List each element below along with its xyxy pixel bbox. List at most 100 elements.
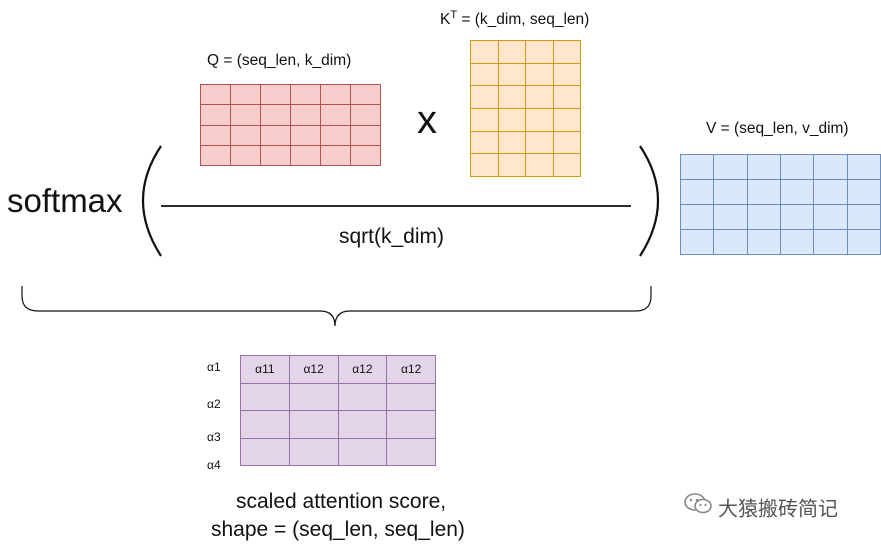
- q-matrix-cell: [321, 85, 351, 106]
- kt-matrix-cell: [471, 108, 499, 132]
- v-matrix-cell: [747, 230, 781, 255]
- score-row-label: α1: [207, 360, 221, 374]
- kt-matrix-cell: [498, 154, 526, 177]
- score-matrix-cell: [241, 411, 290, 439]
- v-matrix-cell: [780, 205, 815, 230]
- q-matrix-cell: [201, 105, 231, 126]
- score-matrix-cell: [241, 438, 290, 466]
- q-matrix-cell: [351, 105, 381, 126]
- score-matrix-cell: α11: [241, 356, 290, 384]
- q-matrix-cell: [321, 105, 351, 126]
- score-matrix-cell: α12: [338, 356, 388, 384]
- kt-matrix-cell: [553, 41, 581, 64]
- score-matrix-cell: [289, 383, 339, 411]
- q-matrix-cell: [261, 85, 291, 106]
- v-matrix-cell: [814, 180, 848, 205]
- caption-line-2: shape = (seq_len, seq_len): [211, 518, 465, 541]
- kt-matrix-cell: [526, 108, 554, 132]
- v-matrix-cell: [780, 180, 815, 205]
- q-matrix-cell: [321, 125, 351, 146]
- v-matrix-cell: [847, 180, 881, 205]
- q-matrix-cell: [201, 125, 231, 146]
- kt-matrix-cell: [553, 108, 581, 132]
- kt-matrix-cell: [553, 86, 581, 109]
- kt-matrix-cell: [553, 63, 581, 87]
- score-matrix-cell: α12: [289, 356, 339, 384]
- caption-line-1: scaled attention score,: [236, 490, 447, 513]
- kt-matrix: [470, 40, 581, 177]
- q-matrix-cell: [351, 145, 381, 166]
- v-matrix-cell: [814, 155, 848, 180]
- v-matrix-cell: [681, 205, 715, 230]
- v-matrix-cell: [714, 180, 748, 205]
- score-matrix-cell: [289, 411, 339, 439]
- q-matrix-cell: [231, 105, 261, 126]
- kt-matrix-cell: [526, 86, 554, 109]
- watermark: 大猿搬砖简记: [684, 492, 838, 522]
- kt-label-superscript: T: [450, 9, 458, 21]
- q-matrix-cell: [351, 125, 381, 146]
- q-matrix-cell: [291, 125, 321, 146]
- denominator-label: sqrt(k_dim): [339, 225, 445, 248]
- score-matrix-cell: [241, 383, 290, 411]
- v-matrix-cell: [814, 230, 848, 255]
- v-matrix-cell: [714, 230, 748, 255]
- v-matrix-cell: [747, 180, 781, 205]
- v-matrix: [680, 154, 881, 255]
- score-row-label: α2: [207, 397, 221, 411]
- v-matrix-cell: [747, 155, 781, 180]
- kt-matrix-cell: [498, 63, 526, 87]
- kt-matrix-cell: [498, 131, 526, 155]
- v-matrix-cell: [847, 155, 881, 180]
- q-matrix-cell: [321, 145, 351, 166]
- kt-matrix-cell: [471, 154, 499, 177]
- kt-matrix-cell: [553, 131, 581, 155]
- kt-matrix-cell: [553, 154, 581, 177]
- right-parenthesis: [639, 145, 660, 257]
- q-matrix-cell: [261, 145, 291, 166]
- kt-matrix-cell: [526, 41, 554, 64]
- q-matrix-cell: [351, 85, 381, 106]
- v-matrix-cell: [681, 230, 715, 255]
- kt-label-prefix: K: [440, 11, 451, 29]
- q-matrix-cell: [231, 145, 261, 166]
- q-matrix-cell: [261, 105, 291, 126]
- score-matrix-cell: α12: [387, 356, 436, 384]
- score-matrix-cell: [338, 438, 388, 466]
- kt-matrix-cell: [471, 63, 499, 87]
- score-row-label: α3: [207, 430, 221, 444]
- left-parenthesis: [141, 145, 162, 257]
- kt-label-rest: = (k_dim, seq_len): [457, 11, 590, 29]
- score-matrix-cell: [338, 411, 388, 439]
- softmax-label: softmax: [7, 182, 123, 219]
- kt-matrix-cell: [471, 86, 499, 109]
- q-matrix-cell: [291, 145, 321, 166]
- q-matrix-cell: [261, 125, 291, 146]
- multiply-sign: x: [417, 98, 437, 142]
- q-matrix-cell: [201, 145, 231, 166]
- v-matrix-cell: [847, 205, 881, 230]
- score-matrix-cell: [338, 383, 388, 411]
- q-matrix-cell: [291, 85, 321, 106]
- v-matrix-cell: [814, 205, 848, 230]
- q-matrix-cell: [291, 105, 321, 126]
- v-matrix-cell: [714, 205, 748, 230]
- q-matrix: [200, 84, 381, 166]
- score-matrix-cell: [387, 438, 436, 466]
- v-matrix-label: V = (seq_len, v_dim): [706, 120, 849, 137]
- kt-matrix-label: KT = (k_dim, seq_len): [440, 9, 589, 29]
- q-matrix-cell: [231, 125, 261, 146]
- v-matrix-cell: [747, 205, 781, 230]
- kt-matrix-cell: [471, 131, 499, 155]
- score-row-label: α4: [207, 458, 221, 472]
- v-matrix-cell: [681, 155, 715, 180]
- v-matrix-cell: [714, 155, 748, 180]
- wechat-icon: [684, 492, 714, 522]
- v-matrix-cell: [681, 180, 715, 205]
- kt-matrix-cell: [526, 154, 554, 177]
- kt-matrix-cell: [526, 131, 554, 155]
- q-matrix-cell: [201, 85, 231, 106]
